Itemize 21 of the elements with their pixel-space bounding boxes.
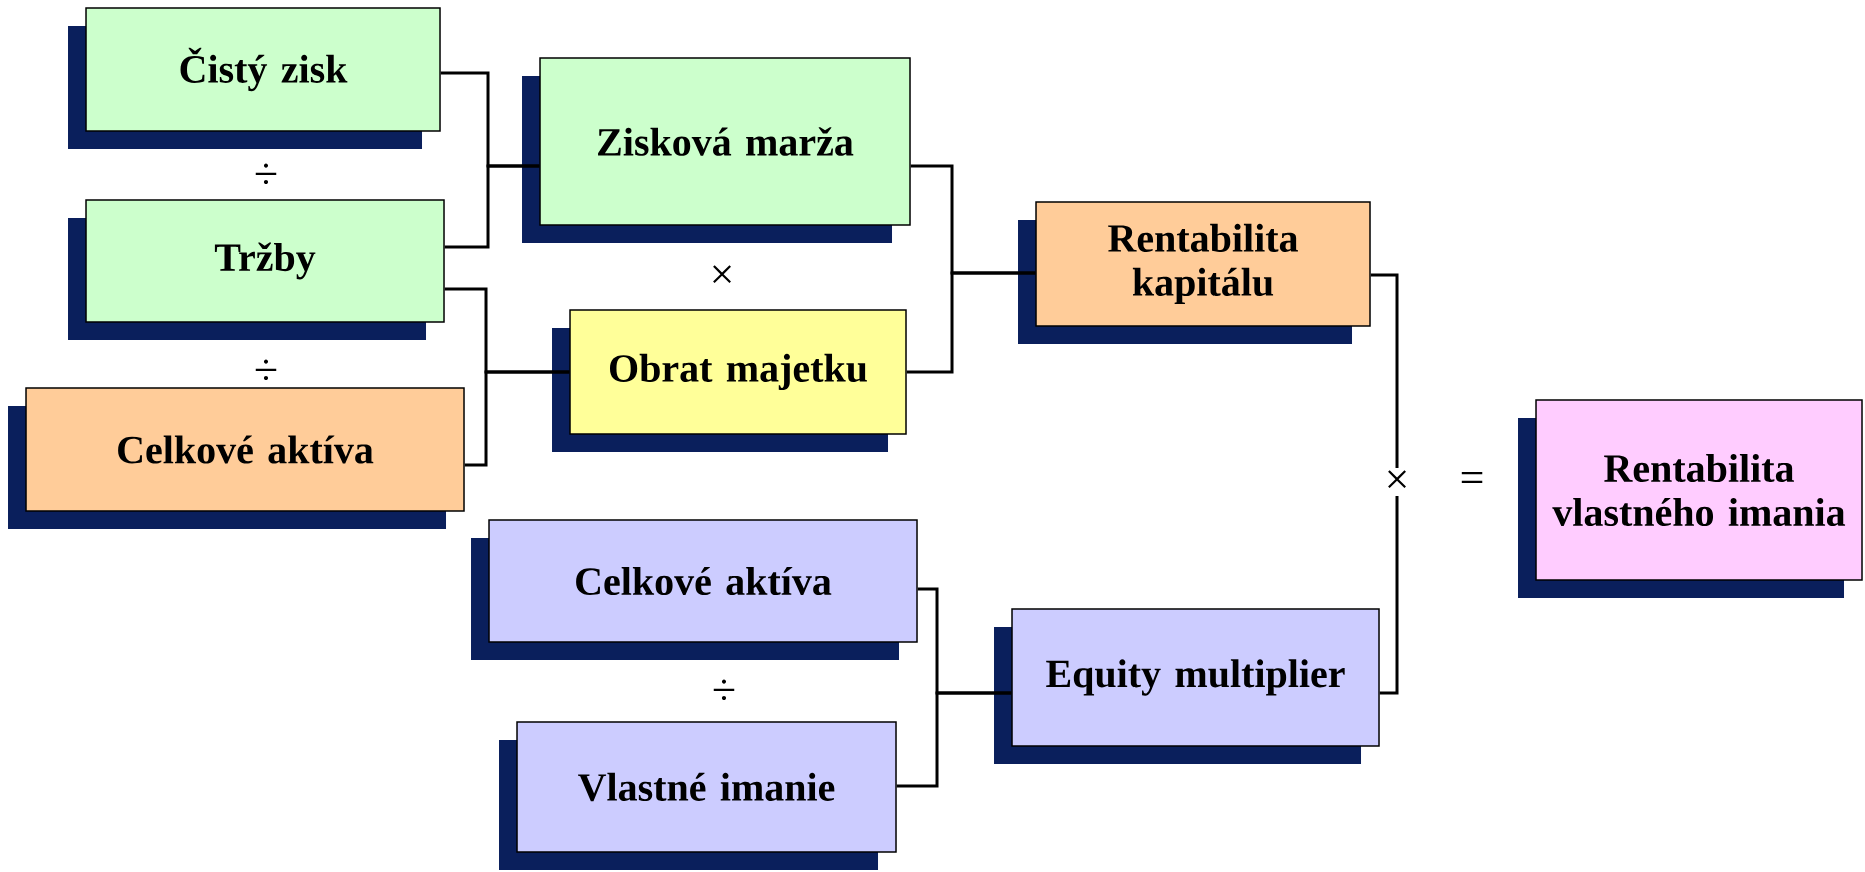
connector-line <box>1379 496 1399 695</box>
box: Celkové aktíva <box>8 387 465 529</box>
box: Obrat majetku <box>552 309 907 452</box>
box: Celkové aktíva <box>471 519 918 660</box>
box: Vlastné imanie <box>499 721 897 870</box>
box: Tržby <box>68 199 445 340</box>
box: Čistý zisk <box>68 7 441 149</box>
operator-sign: × <box>713 265 731 284</box>
box: Rentabilita vlastného imania <box>1518 399 1863 598</box>
connector-line <box>896 691 1012 788</box>
connector-line <box>444 164 540 249</box>
connector-line <box>464 370 570 467</box>
connector-line <box>1370 273 1399 468</box>
operator-sign: ÷ <box>255 163 277 185</box>
operator-sign: × <box>1388 470 1406 489</box>
box: Zisková marža <box>522 57 911 243</box>
operator-sign: ÷ <box>713 679 735 701</box>
box: Equity multiplier <box>994 608 1380 764</box>
box: Rentabilita kapitálu <box>1018 201 1371 344</box>
connector-line <box>906 271 1036 374</box>
operator-sign: ÷ <box>255 359 277 381</box>
